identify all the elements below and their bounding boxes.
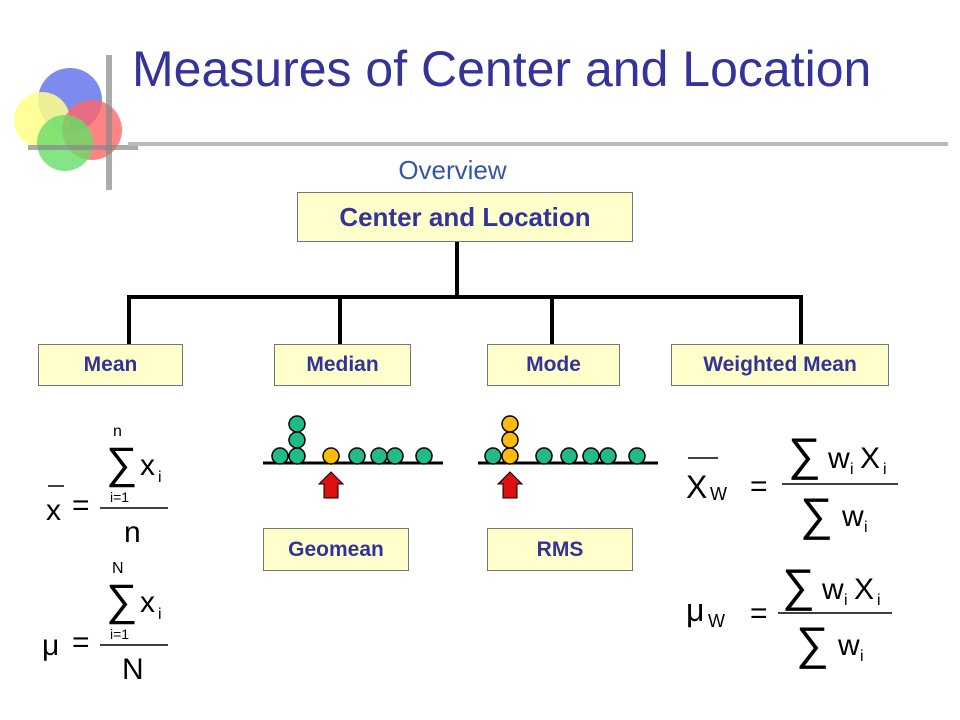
weight-index: i xyxy=(844,592,848,609)
sample-mean-formula: x = n ∑ x i i=1 n xyxy=(46,423,168,548)
formula-lhs: x xyxy=(46,494,61,527)
median-box: Median xyxy=(274,344,411,386)
sum-upper-limit: n xyxy=(113,423,122,440)
data-dot xyxy=(535,447,553,465)
decorative-circles-logo xyxy=(14,55,138,190)
weighted-population-mean-formula: μ W = ∑ w i X i ∑ w i xyxy=(686,559,892,669)
equals-sign: = xyxy=(72,626,90,659)
weight-symbol: w xyxy=(821,573,844,606)
connector-mode xyxy=(550,295,554,344)
median-dot-plot xyxy=(263,415,443,499)
sigma-symbol: ∑ xyxy=(796,617,829,669)
variable-index: i xyxy=(877,592,881,609)
mode-dot-plot xyxy=(478,415,658,499)
weight-index: i xyxy=(864,519,868,536)
denominator: N xyxy=(122,653,144,685)
sum-lower-limit: i=1 xyxy=(110,489,129,505)
mode-box: Mode xyxy=(487,344,620,386)
data-dot xyxy=(628,447,646,465)
data-dot xyxy=(599,447,617,465)
weight-index: i xyxy=(860,648,864,665)
weight-index: i xyxy=(850,461,854,478)
weight-symbol: w xyxy=(827,442,850,475)
weighted-sample-mean-formula: X W = ∑ w i X i ∑ w i xyxy=(686,428,898,540)
sum-variable: x xyxy=(140,449,155,482)
mode-arrow-icon xyxy=(496,471,524,499)
weighted-mean-box: Weighted Mean xyxy=(671,344,889,386)
geomean-box: Geomean xyxy=(263,528,409,571)
slide-subtitle: Overview xyxy=(398,155,507,185)
mode-dot xyxy=(501,431,519,449)
sum-variable: X xyxy=(854,573,874,606)
connector-weighted-mean xyxy=(799,295,803,344)
formula-lhs: X xyxy=(686,469,707,505)
data-dot xyxy=(560,447,578,465)
sum-upper-limit: N xyxy=(112,560,124,577)
connector-mean xyxy=(127,295,131,344)
sigma-symbol: ∑ xyxy=(788,428,821,480)
sum-index: i xyxy=(158,606,162,623)
connector-horizontal xyxy=(127,295,803,299)
median-dot xyxy=(322,447,340,465)
data-dot xyxy=(415,447,433,465)
data-dot xyxy=(271,447,289,465)
mean-box: Mean xyxy=(38,344,183,386)
equals-sign: = xyxy=(72,489,90,522)
formula-lhs: μ xyxy=(686,592,704,628)
sigma-symbol: ∑ xyxy=(106,439,137,488)
mode-dot xyxy=(501,415,519,433)
variable-index: i xyxy=(883,461,887,478)
title-underline xyxy=(128,142,948,146)
sum-variable: x xyxy=(140,586,155,619)
weight-symbol: w xyxy=(837,629,860,662)
equals-sign: = xyxy=(750,597,768,630)
population-mean-formula: μ = N ∑ x i i=1 N xyxy=(42,560,168,685)
root-box: Center and Location xyxy=(297,192,633,242)
sum-index: i xyxy=(158,469,162,486)
denominator: n xyxy=(124,516,141,548)
rms-box: RMS xyxy=(487,528,633,571)
data-dot xyxy=(582,447,600,465)
data-dot xyxy=(484,447,502,465)
lhs-subscript: W xyxy=(710,484,727,504)
sigma-symbol: ∑ xyxy=(782,559,815,611)
sum-variable: X xyxy=(860,442,880,475)
data-dot xyxy=(288,447,306,465)
weight-symbol: w xyxy=(841,500,864,533)
sigma-symbol: ∑ xyxy=(800,488,833,540)
formula-lhs: μ xyxy=(42,629,59,662)
data-dot xyxy=(386,447,404,465)
sigma-symbol: ∑ xyxy=(106,576,137,625)
data-dot xyxy=(348,447,366,465)
data-dot xyxy=(288,415,306,433)
data-dot xyxy=(370,447,388,465)
mode-dot xyxy=(501,447,519,465)
connector-root-down xyxy=(455,242,459,297)
connector-median xyxy=(338,295,342,344)
slide-title: Measures of Center and Location xyxy=(132,41,872,97)
sum-lower-limit: i=1 xyxy=(110,626,129,642)
equals-sign: = xyxy=(750,470,768,503)
median-arrow-icon xyxy=(317,471,345,499)
lhs-subscript: W xyxy=(708,611,725,631)
data-dot xyxy=(288,431,306,449)
